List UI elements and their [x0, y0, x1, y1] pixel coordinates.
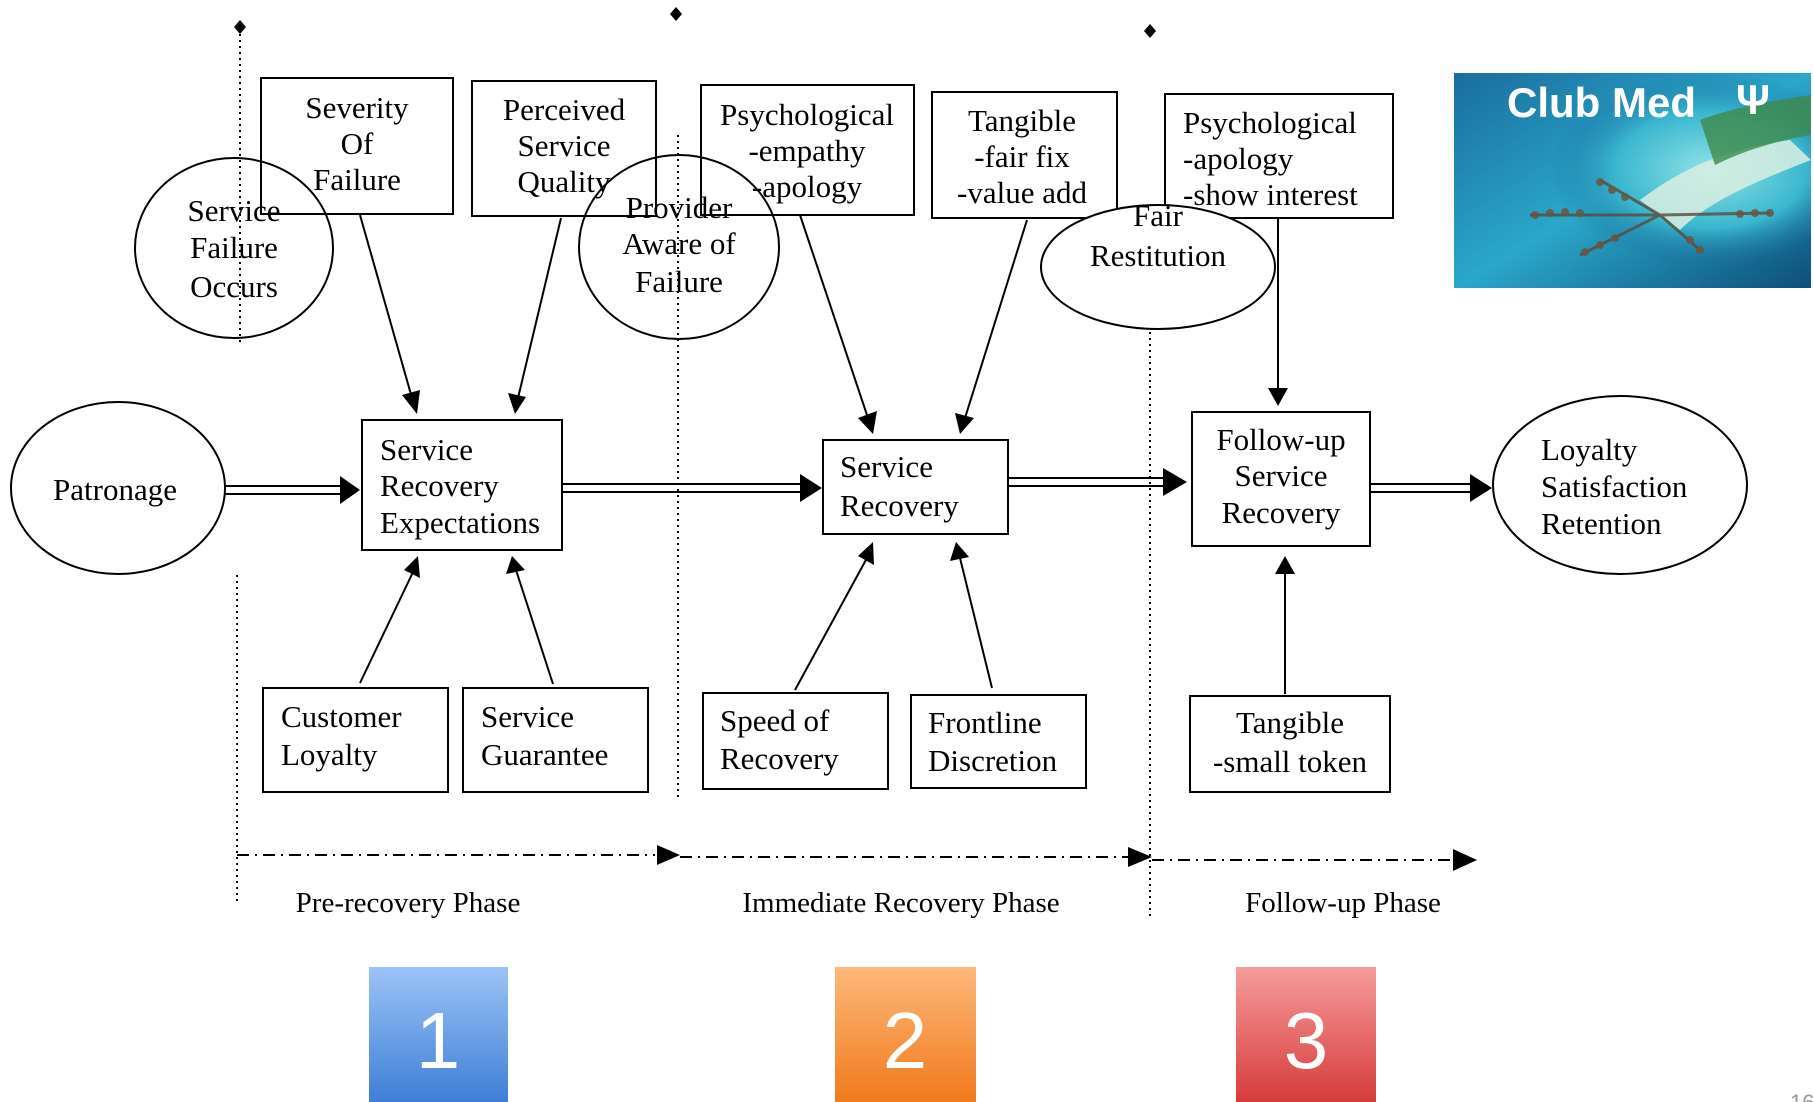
node-severity-of-failure: Severity Of Failure — [260, 77, 454, 215]
svg-text:Service: Service — [380, 432, 473, 467]
svg-text:Failure: Failure — [190, 230, 278, 265]
svg-text:Failure: Failure — [313, 162, 401, 197]
svg-text:Provider: Provider — [626, 190, 733, 225]
club-med-logo-text: Club Med — [1507, 79, 1696, 126]
node-loyalty-satisfaction-retention: Loyalty Satisfaction Retention — [1492, 395, 1748, 575]
node-speed-of-recovery: Speed of Recovery — [702, 692, 889, 790]
svg-text:Guarantee: Guarantee — [481, 737, 608, 772]
node-customer-loyalty: Customer Loyalty — [262, 687, 449, 793]
main-flow-arrows — [225, 468, 1492, 504]
svg-text:Service: Service — [518, 128, 611, 163]
node-service-recovery: Service Recovery — [822, 439, 1009, 535]
phase-label-follow-up: Follow-up Phase — [1245, 887, 1441, 919]
divider-diamond-1 — [234, 20, 246, 34]
svg-text:Occurs: Occurs — [190, 269, 278, 304]
svg-text:-value add: -value add — [957, 175, 1087, 210]
svg-text:1: 1 — [416, 996, 461, 1085]
node-fair-restitution: Fair Restitution — [1040, 198, 1276, 330]
svg-text:Tangible: Tangible — [1236, 705, 1344, 740]
svg-text:Loyalty: Loyalty — [1541, 432, 1638, 467]
page-number: 16 — [1790, 1090, 1814, 1102]
svg-text:Restitution: Restitution — [1090, 238, 1227, 273]
svg-text:Psychological: Psychological — [1183, 105, 1357, 140]
arrows-to-follow-up — [1268, 218, 1295, 694]
svg-text:Service: Service — [481, 699, 574, 734]
node-frontline-discretion: Frontline Discretion — [910, 694, 1087, 789]
svg-text:Speed of: Speed of — [720, 703, 830, 738]
svg-text:-show interest: -show interest — [1183, 177, 1358, 212]
node-service-guarantee: Service Guarantee — [462, 687, 649, 793]
svg-text:Fair: Fair — [1133, 198, 1184, 233]
node-tangible-fair-fix-value-add: Tangible -fair fix -value add — [931, 91, 1118, 219]
svg-text:Loyalty: Loyalty — [281, 737, 378, 772]
phase-dividers — [234, 7, 1156, 920]
svg-text:Frontline: Frontline — [928, 705, 1042, 740]
badge-1: 1 — [369, 967, 508, 1102]
node-service-failure-occurs: Service Failure Occurs — [134, 157, 334, 339]
svg-text:Recovery: Recovery — [840, 488, 959, 523]
node-psychological-apology-show-interest: Psychological -apology -show interest — [1164, 93, 1394, 219]
svg-text:-apology: -apology — [1183, 141, 1294, 176]
svg-text:Service: Service — [1235, 458, 1328, 493]
svg-text:Tangible: Tangible — [968, 103, 1076, 138]
svg-text:Of: Of — [341, 126, 374, 161]
svg-text:Follow-up: Follow-up — [1216, 422, 1345, 457]
svg-text:Perceived: Perceived — [503, 92, 626, 127]
arrows-to-service-recovery — [794, 214, 1028, 691]
svg-text:Satisfaction: Satisfaction — [1541, 469, 1688, 504]
svg-text:-small token: -small token — [1213, 744, 1368, 779]
badge-2: 2 — [835, 967, 976, 1102]
svg-text:-empathy: -empathy — [748, 133, 866, 168]
divider-diamond-2 — [670, 7, 682, 21]
svg-text:Retention: Retention — [1541, 506, 1662, 541]
badge-3: 3 — [1236, 967, 1376, 1102]
svg-text:Psychological: Psychological — [720, 97, 894, 132]
svg-text:Expectations: Expectations — [380, 505, 540, 540]
svg-text:Discretion: Discretion — [928, 743, 1058, 778]
phase-label-pre-recovery: Pre-recovery Phase — [296, 887, 521, 919]
node-perceived-service-quality: Perceived Service Quality — [471, 80, 657, 217]
node-tangible-small-token: Tangible -small token — [1189, 695, 1391, 793]
divider-diamond-3 — [1144, 24, 1156, 38]
node-provider-aware-of-failure: Provider Aware of Failure — [578, 154, 780, 340]
node-patronage: Patronage — [10, 401, 226, 575]
svg-text:-fair fix: -fair fix — [974, 139, 1070, 174]
svg-text:Recovery: Recovery — [380, 468, 499, 503]
svg-text:Severity: Severity — [305, 90, 409, 125]
club-med-trident-icon: Ψ — [1736, 76, 1770, 123]
node-patronage-label: Patronage — [53, 472, 177, 507]
svg-text:-apology: -apology — [752, 169, 863, 204]
svg-text:Recovery: Recovery — [720, 741, 839, 776]
svg-text:Service: Service — [188, 193, 281, 228]
phase-label-immediate-recovery: Immediate Recovery Phase — [742, 887, 1059, 919]
node-service-recovery-expectations: Service Recovery Expectations — [361, 419, 563, 551]
svg-text:2: 2 — [883, 996, 928, 1085]
club-med-logo-image: Club Med Ψ — [1454, 73, 1811, 288]
node-psychological-empathy-apology: Psychological -empathy -apology — [700, 84, 915, 216]
svg-text:Failure: Failure — [635, 264, 723, 299]
svg-text:3: 3 — [1284, 996, 1329, 1085]
arrows-to-sre — [359, 214, 562, 685]
svg-text:Aware of: Aware of — [622, 226, 736, 261]
svg-text:Recovery: Recovery — [1222, 495, 1341, 530]
node-follow-up-service-recovery: Follow-up Service Recovery — [1191, 411, 1371, 547]
svg-text:Quality: Quality — [518, 164, 611, 199]
svg-text:Service: Service — [840, 449, 933, 484]
svg-text:Customer: Customer — [281, 699, 402, 734]
phase-timeline — [237, 845, 1477, 871]
